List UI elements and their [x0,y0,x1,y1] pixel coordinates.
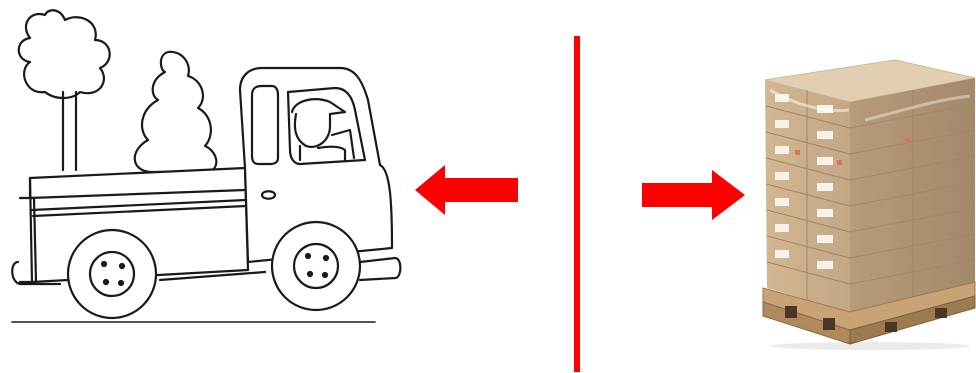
tree-icon [19,10,110,170]
rear-wheel [68,230,156,318]
arrow-left-icon [415,160,520,220]
truck-drawing [0,0,410,340]
arrow-right-icon [642,165,747,225]
boxed-pallet-photo [745,50,976,350]
bush-icon [135,52,217,172]
front-wheel [272,222,360,310]
divider-line [574,36,580,372]
